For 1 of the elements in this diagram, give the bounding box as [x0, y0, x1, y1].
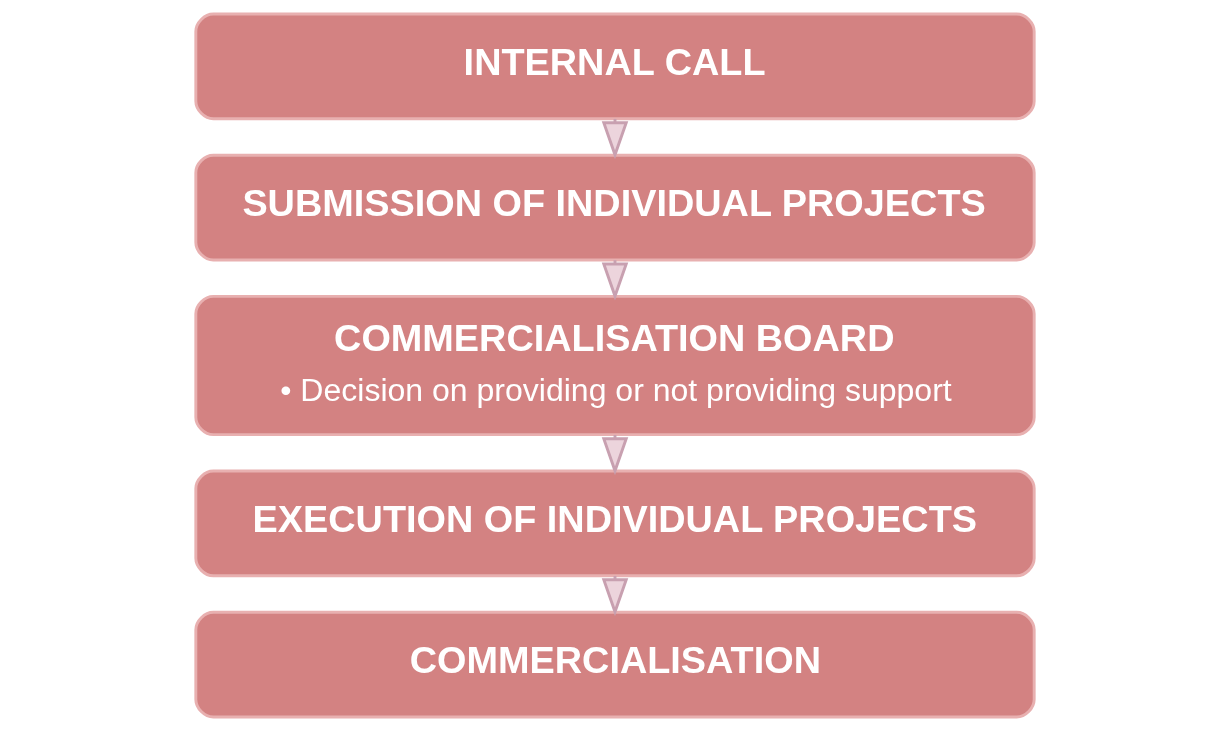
node-box: COMMERCIALISATION [193, 610, 1036, 719]
